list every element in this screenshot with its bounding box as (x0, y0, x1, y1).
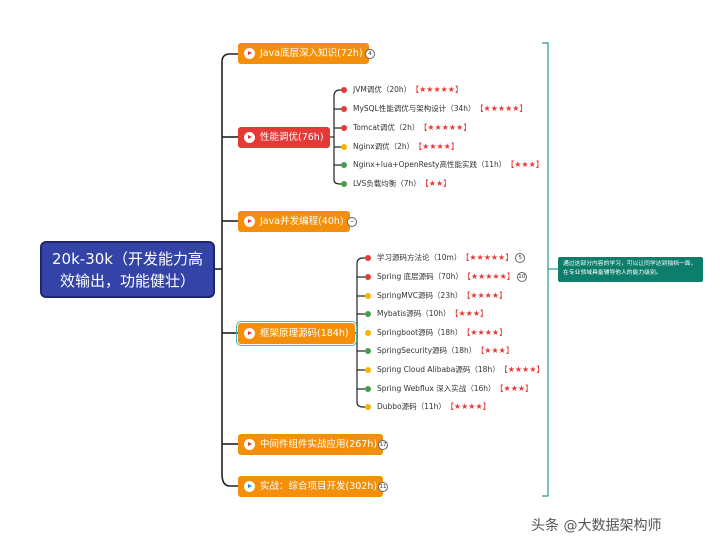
topic-framework-source[interactable]: 框架原理源码(184h) (236, 321, 357, 346)
topic-java-deep[interactable]: Java底层深入知识(72h) (238, 43, 369, 64)
priority-dot-icon (341, 106, 347, 112)
priority-dot-icon (365, 386, 371, 392)
list-item[interactable]: Spring 底层源码（70h）【★★★★★】10 (365, 270, 527, 284)
list-item[interactable]: Spring Cloud Alibaba源码（18h）【★★★★】 (365, 363, 544, 377)
topic-label: 性能调优(76h) (260, 132, 324, 143)
topic-performance-tuning[interactable]: 性能调优(76h) (238, 127, 330, 148)
topic-java-concurrency[interactable]: Java并发编程(40h) (238, 211, 350, 232)
priority-dot-icon (341, 144, 347, 150)
play-icon (244, 328, 255, 339)
root-topic-label: 20k-30k（开发能力高效输出，功能健壮） (52, 250, 203, 290)
priority-dot-icon (365, 274, 371, 280)
collapse-badge[interactable]: 10 (516, 272, 527, 282)
play-icon (244, 216, 255, 227)
list-item[interactable]: Spring Webflux 深入实战（16h）【★★★】 (365, 382, 533, 396)
priority-dot-icon (365, 255, 371, 261)
topic-label: Java底层深入知识(72h) (260, 48, 363, 59)
topic-label: 中间件组件实战应用(267h) (260, 439, 378, 450)
list-item[interactable]: MySQL性能调优与架构设计（34h）【★★★★★】 (341, 102, 527, 116)
summary-note[interactable]: 通过这部分内容的学习，可以让同学达到独挡一面，在专业领域具备辅导他人的能力级别。 (558, 257, 703, 282)
topic-label: 框架原理源码(184h) (260, 328, 349, 339)
list-item[interactable]: Dubbo源码（11h）【★★★★】 (365, 400, 491, 414)
list-item[interactable]: Tomcat调优（2h）【★★★★★】 (341, 121, 471, 135)
priority-dot-icon (365, 293, 371, 299)
play-icon (244, 481, 255, 492)
priority-dot-icon (365, 330, 371, 336)
collapse-badge[interactable]: 11 (378, 482, 388, 492)
priority-dot-icon (365, 367, 371, 373)
priority-dot-icon (365, 404, 371, 410)
watermark: 头条 @大数据架构师 (531, 518, 662, 534)
list-item[interactable]: Nginx+lua+OpenResty高性能实践（11h）【★★★】 (341, 158, 544, 172)
priority-dot-icon (365, 311, 371, 317)
collapse-badge[interactable]: − (347, 217, 357, 227)
topic-label: 实战：综合项目开发(302h) (260, 481, 378, 492)
play-icon (244, 439, 255, 450)
priority-dot-icon (341, 125, 347, 131)
list-item[interactable]: Mybatis源码（10h）【★★★】 (365, 307, 488, 321)
list-item[interactable]: SpringMVC源码（23h）【★★★★】 (365, 289, 507, 303)
list-item[interactable]: Springboot源码（18h）【★★★★】 (365, 326, 507, 340)
collapse-badge[interactable]: 4 (365, 49, 375, 59)
topic-middleware[interactable]: 中间件组件实战应用(267h) (238, 434, 384, 455)
list-item[interactable]: Nginx调优（2h）【★★★★】 (341, 140, 459, 154)
play-icon (244, 48, 255, 59)
play-icon (244, 132, 255, 143)
list-item[interactable]: 学习源码方法论（10m）【★★★★★】5 (365, 251, 526, 265)
collapse-badge[interactable]: 17 (378, 440, 388, 450)
list-item[interactable]: LVS负载均衡（7h）【★★】 (341, 177, 451, 191)
summary-text: 通过这部分内容的学习，可以让同学达到独挡一面，在专业领域具备辅导他人的能力级别。 (563, 261, 697, 276)
priority-dot-icon (341, 181, 347, 187)
topic-label: Java并发编程(40h) (260, 216, 344, 227)
priority-dot-icon (365, 348, 371, 354)
list-item[interactable]: JVM调优（20h）【★★★★★】 (341, 83, 463, 97)
priority-dot-icon (341, 87, 347, 93)
priority-dot-icon (341, 162, 347, 168)
root-topic[interactable]: 20k-30k（开发能力高效输出，功能健壮） (40, 241, 215, 298)
list-item[interactable]: SpringSecurity源码（18h）【★★★】 (365, 344, 514, 358)
collapse-badge[interactable]: 5 (515, 253, 526, 263)
topic-project-practice[interactable]: 实战：综合项目开发(302h) (238, 476, 384, 497)
